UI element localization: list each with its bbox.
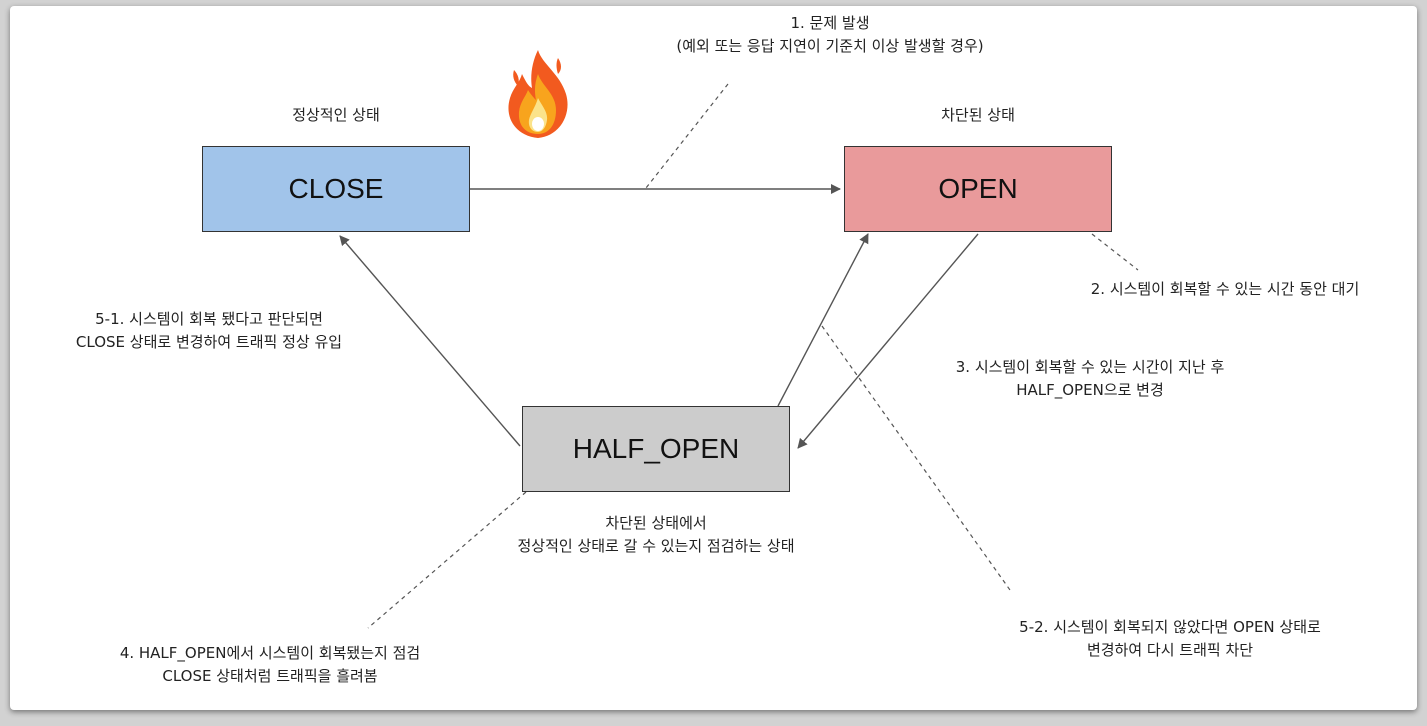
state-close-caption: 정상적인 상태 — [292, 106, 380, 124]
diagram-canvas: CLOSE OPEN HALF_OPEN 정상적인 상태 차단된 상태 차단된 … — [10, 6, 1417, 710]
state-close-label: CLOSE — [288, 173, 384, 204]
arrow-open-to-half-open — [797, 233, 979, 449]
step3-annotation: 3. 시스템이 회복할 수 있는 시간이 지난 후 HALF_OPEN으로 변경 — [955, 358, 1225, 399]
state-half-open-caption: 차단된 상태에서 정상적인 상태로 갈 수 있는지 점검하는 상태 — [517, 514, 795, 555]
connector-layer — [339, 83, 1139, 629]
leader-step4 — [367, 491, 527, 629]
state-close-box: CLOSE — [202, 146, 470, 232]
arrow-half-open-to-close — [339, 235, 521, 447]
fire-icon — [508, 50, 568, 138]
step2-annotation: 2. 시스템이 회복할 수 있는 시간 동안 대기 — [1090, 280, 1360, 298]
step5-2-annotation: 5-2. 시스템이 회복되지 않았다면 OPEN 상태로 변경하여 다시 트래픽… — [1019, 618, 1321, 659]
state-open-label: OPEN — [938, 173, 1018, 204]
leader-step2 — [1091, 233, 1139, 271]
state-open-caption: 차단된 상태 — [941, 106, 1015, 124]
state-half-open-label: HALF_OPEN — [572, 433, 740, 464]
step5-1-annotation: 5-1. 시스템이 회복 됐다고 판단되면 CLOSE 상태로 변경하여 트래픽… — [75, 310, 343, 351]
leader-step5-2 — [821, 325, 1011, 591]
step4-annotation: 4. HALF_OPEN에서 시스템이 회복됐는지 점검 CLOSE 상태처럼 … — [119, 644, 421, 685]
leader-step1 — [645, 83, 729, 189]
step1-annotation: 1. 문제 발생 (예외 또는 응답 지연이 기준치 이상 발생할 경우) — [676, 14, 984, 55]
state-half-open-box: HALF_OPEN — [522, 406, 790, 492]
state-open-box: OPEN — [844, 146, 1112, 232]
arrow-half-open-to-open — [777, 233, 869, 407]
